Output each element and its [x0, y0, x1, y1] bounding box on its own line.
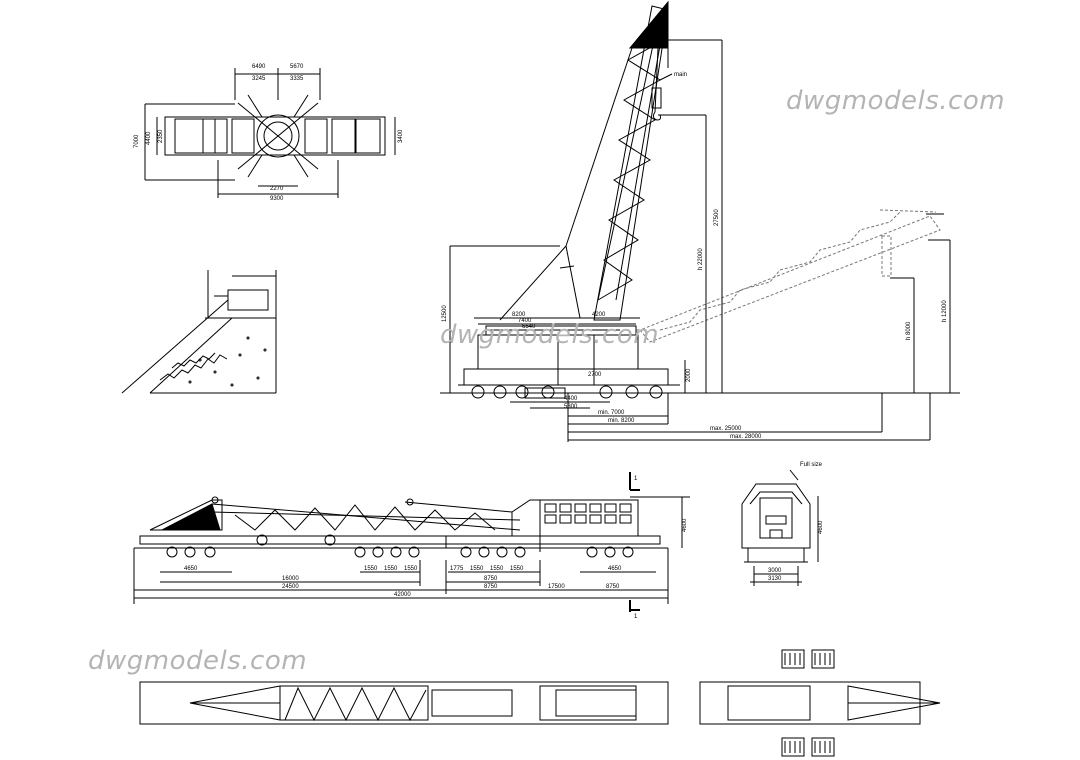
plan-dim-top-inner-right: 3335 [290, 76, 304, 82]
transport-dim-r1-7: 1550 [490, 566, 504, 572]
transport-dim-r1-3: 1550 [384, 566, 398, 572]
embankment-section [121, 270, 277, 394]
plan-dim-left-inner: 2350 [158, 129, 164, 143]
plan-dim-left-outer: 7000 [134, 134, 140, 148]
section-height: 4600 [818, 520, 824, 534]
plan-dim-top-inner-left: 3245 [252, 76, 266, 82]
transport-section-mark-top: 1 [634, 476, 638, 482]
top-view [139, 649, 941, 757]
crane-side-elevation [440, 0, 960, 442]
transport-dim-r2-2: 8750 [484, 576, 498, 582]
crane-radius-2: min. 8200 [608, 418, 635, 424]
section-label: Full size [800, 462, 823, 468]
transport-dim-total: 42000 [394, 592, 411, 598]
crane-height-max: 27500 [714, 209, 720, 226]
plan-dim-top-right: 5670 [290, 64, 304, 70]
crane-track-dim-2: 7400 [518, 318, 532, 324]
cross-section-view [741, 469, 819, 586]
plan-dim-bottom-inner: 2270 [270, 186, 284, 192]
watermark-bottom-left: dwgmodels.com [88, 646, 308, 676]
section-width-outer: 3130 [768, 576, 782, 582]
crane-radius-3: max. 25000 [710, 426, 742, 432]
crane-track-dim-1: 8200 [512, 312, 526, 318]
plan-dim-top-left: 6490 [252, 64, 266, 70]
crane-left-height: 12500 [442, 305, 448, 322]
transport-dim-r1-5: 1775 [450, 566, 464, 572]
crane-base-height: 2000 [686, 368, 692, 382]
transport-dim-r3-2: 8750 [484, 584, 498, 590]
crane-height-low-max: h 12000 [942, 300, 948, 322]
crane-tail-dim: 2700 [588, 372, 602, 378]
crane-height-low: h 8000 [906, 321, 912, 340]
crane-height-hook: h 22000 [698, 248, 704, 270]
transport-section-mark-bottom: 1 [634, 614, 638, 620]
transport-dim-r1-6: 1550 [470, 566, 484, 572]
plan-dim-right: 3400 [398, 129, 404, 143]
crane-bottom-dim-1: 4400 [564, 396, 578, 402]
transport-dim-r1-2: 1550 [364, 566, 378, 572]
transport-dim-r2-1: 16000 [282, 576, 299, 582]
transport-height: 4600 [682, 518, 688, 532]
crane-track-dim-4: 4200 [592, 312, 606, 318]
plan-dim-left-mid: 4400 [146, 131, 152, 145]
transport-dim-r1-9: 4650 [608, 566, 622, 572]
crane-radius-1: min. 7000 [598, 410, 625, 416]
transport-dim-r3-4: 8750 [606, 584, 620, 590]
plan-dim-bottom: 9300 [270, 196, 284, 202]
watermark-top-right: dwgmodels.com [786, 86, 1006, 116]
crane-hook-label: main [674, 72, 687, 78]
transport-dim-r1-1: 4650 [184, 566, 198, 572]
crane-bottom-dim-2: 5300 [564, 404, 578, 410]
transport-dim-r1-4: 1550 [404, 566, 418, 572]
crane-radius-4: max. 28000 [730, 434, 762, 440]
transport-view [133, 472, 690, 612]
transport-dim-r3-3: 17500 [548, 584, 565, 590]
transport-dim-r1-8: 1550 [510, 566, 524, 572]
transport-dim-r3-1: 24500 [282, 584, 299, 590]
plan-view [144, 68, 396, 198]
watermark-center: dwgmodels.com [440, 320, 660, 350]
crane-track-dim-3: 6540 [522, 324, 536, 330]
section-width-inner: 3000 [768, 568, 782, 574]
